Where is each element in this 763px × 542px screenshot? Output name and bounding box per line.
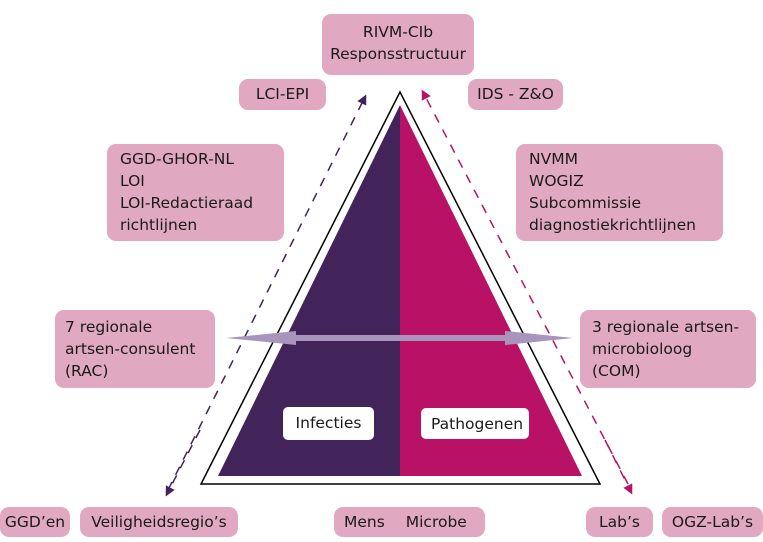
mens-microbe-box: Mens Microbe (334, 507, 485, 537)
rivm-cib-line2: Responsstructuur (330, 45, 466, 63)
ggd-ghor-line3: LOI-Redactieraad (120, 194, 254, 212)
veiligheidsregios-label: Veiligheidsregio’s (91, 513, 227, 531)
dashed-arrow-down-left (165, 429, 201, 497)
nvmm-line3: Subcommissie (529, 194, 642, 212)
lci-epi-box: LCI-EPI (239, 79, 326, 110)
ids-zo-label: IDS - Z&O (477, 85, 554, 103)
com-line3: (COM) (592, 362, 641, 380)
outer-triangle-outline (199, 90, 602, 485)
labs-box: Lab’s (586, 507, 653, 537)
dashed-arrow-up-right (421, 89, 629, 485)
rivm-cib-box: RIVM-CIb Responsstructuur (322, 14, 474, 75)
nvmm-line2: WOGIZ (529, 172, 584, 190)
ggden-box: GGD’en (0, 507, 70, 537)
ggd-ghor-line1: GGD-GHOR-NL (120, 150, 234, 168)
double-arrow (226, 331, 573, 345)
dashed-arrow-up-left (167, 94, 367, 491)
ogz-labs-box: OGZ-Lab’s (662, 507, 763, 537)
ggden-label: GGD’en (4, 513, 66, 531)
ids-zo-box: IDS - Z&O (468, 79, 563, 110)
infecties-half (218, 105, 400, 476)
rac-line2: artsen-consulent (65, 340, 196, 358)
rac-line1: 7 regionale (65, 318, 153, 336)
veiligheidsregios-box: Veiligheidsregio’s (80, 507, 238, 537)
nvmm-line4: diagnostiekrichtlijnen (529, 216, 696, 234)
pathogenen-label: Pathogenen (421, 408, 529, 439)
mens-label: Mens (344, 513, 385, 531)
infecties-label: Infecties (283, 407, 374, 440)
ggd-ghor-line2: LOI (120, 172, 145, 190)
labs-label: Lab’s (599, 513, 640, 531)
lci-epi-label: LCI-EPI (255, 85, 310, 103)
ggd-ghor-box: GGD-GHOR-NL LOI LOI-Redactieraad richtli… (107, 144, 284, 241)
pathogenen-half (400, 105, 582, 476)
nvmm-box: NVMM WOGIZ Subcommissie diagnostiekricht… (516, 144, 723, 241)
com-line1: 3 regionale artsen- (592, 318, 740, 336)
rac-box: 7 regionale artsen-consulent (RAC) (55, 310, 215, 388)
com-box: 3 regionale artsen- microbioloog (COM) (580, 310, 756, 388)
com-line2: microbioloog (592, 340, 693, 358)
microbe-label: Microbe (405, 513, 467, 531)
nvmm-line1: NVMM (529, 150, 578, 168)
ogz-labs-label: OGZ-Lab’s (671, 513, 754, 531)
rac-line3: (RAC) (65, 362, 109, 380)
ggd-ghor-line4: richtlijnen (120, 216, 198, 234)
rivm-cib-line1: RIVM-CIb (362, 23, 434, 41)
